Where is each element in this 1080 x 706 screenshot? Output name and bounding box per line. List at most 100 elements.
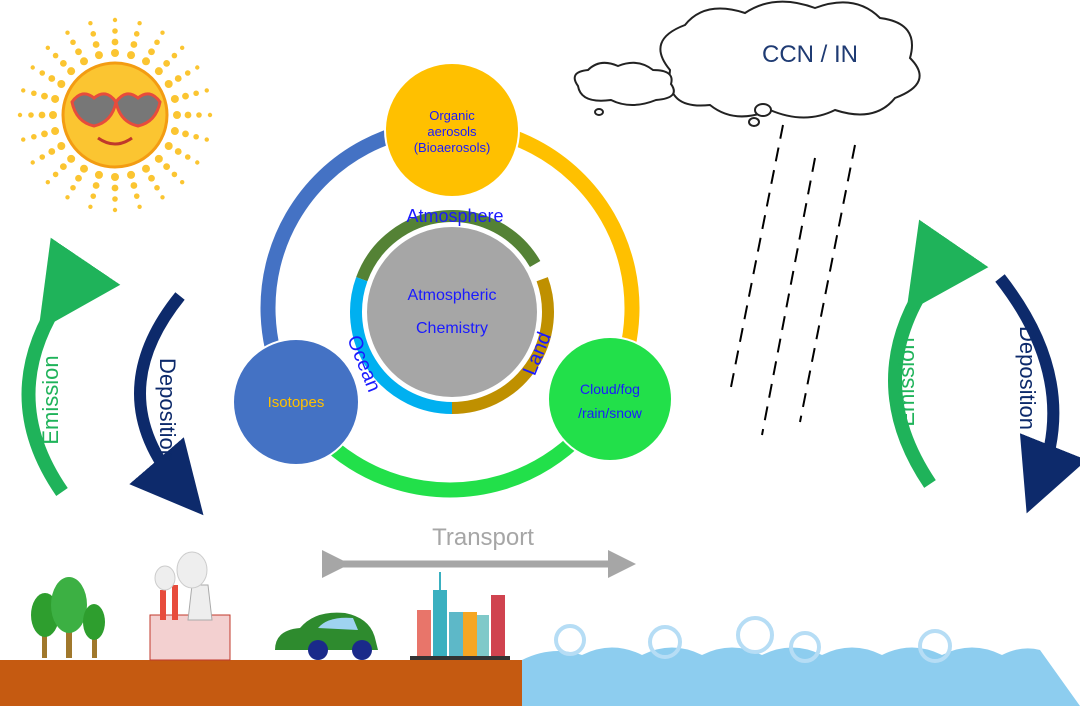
sun-ray-dot	[112, 196, 118, 202]
sun-ray-dot	[174, 75, 182, 82]
ocean-water	[522, 647, 1080, 706]
sun-ray-dot	[65, 195, 70, 200]
sun-ray-dot	[207, 112, 213, 118]
sun-ray-dot	[195, 65, 200, 70]
sun-ray-dot	[30, 65, 35, 70]
sun-ray-dot	[39, 70, 46, 76]
sun-ray-dot	[92, 41, 100, 48]
sun-ray-dot	[31, 90, 37, 97]
sun-ray-dot	[111, 184, 119, 192]
sun-ray-dot	[92, 182, 100, 189]
sun-ray-dot	[171, 171, 178, 178]
sun-ray-dot	[21, 137, 26, 142]
sun-ray-dot	[142, 57, 150, 66]
right-emission-label: Emission	[894, 337, 919, 426]
sun-ray-dot	[160, 195, 165, 200]
sun-ray-dot	[112, 17, 118, 23]
cloud-label-2: /rain/snow	[578, 405, 643, 421]
sun-ray-dot	[111, 49, 119, 57]
sun-ray-dot	[184, 111, 192, 119]
sun-ray-dot	[59, 59, 67, 67]
sun-ray-dot	[148, 174, 155, 182]
sun-ray-dot	[148, 48, 155, 56]
sun-ray-dot	[154, 154, 163, 163]
right-deposition-arrow	[995, 274, 1080, 514]
sun-ray-dot	[142, 164, 150, 173]
center-circle	[365, 225, 539, 399]
sun-ray-dot	[94, 170, 103, 179]
sun-ray-dot	[70, 39, 76, 46]
organic-label-3: (Bioaerosols)	[414, 140, 491, 155]
sun-ray-dot	[88, 204, 93, 209]
center-label-line1: Atmospheric	[408, 287, 497, 304]
sun-ray-dot	[154, 67, 163, 76]
sun-ray-dot	[184, 70, 191, 76]
sun-ray-dot	[52, 171, 59, 178]
sun-ray-dot	[179, 45, 185, 51]
sun-ray-dot	[182, 130, 189, 138]
wave-swirls	[554, 616, 952, 663]
sun-ray-dot	[111, 38, 119, 46]
sun-ray-dot	[67, 154, 76, 163]
left-emission-label: Emission	[38, 355, 63, 444]
ocean-arrow	[350, 277, 453, 414]
sun-ray-dot	[38, 111, 46, 119]
sun-ray-dot	[137, 204, 142, 209]
sun-ray-dot	[52, 52, 59, 59]
city-buildings-icon	[410, 572, 510, 660]
sun-ray-dot	[154, 39, 160, 46]
sun-ray-dot	[133, 31, 140, 37]
sun-icon	[17, 17, 213, 213]
cloud-fog-node	[547, 336, 673, 462]
sun-ray-dot	[51, 94, 60, 103]
sun-ray-dot	[51, 127, 60, 136]
sun-ray-dot	[75, 48, 82, 56]
sun-ray-dot	[112, 207, 118, 213]
sun-ray-dot	[204, 137, 209, 142]
cloud-icon	[573, 0, 921, 127]
sun-ray-dot	[94, 51, 103, 60]
sun-ray-dot	[31, 133, 37, 140]
sun-ray-dot	[170, 94, 179, 103]
sun-ray-dot	[164, 80, 173, 88]
sun-ray-dot	[163, 163, 171, 171]
sun-ray-dot	[204, 88, 209, 93]
sun-ray-dot	[48, 75, 56, 82]
sun-ray-dot	[163, 59, 171, 67]
sun-ray-dot	[75, 174, 82, 182]
sun-ray-dot	[49, 111, 57, 119]
sun-ray-dot	[127, 170, 136, 179]
left-deposition-label: Deposition	[155, 358, 180, 462]
sun-ray-dot	[171, 52, 178, 59]
sun-ray-dot	[130, 182, 138, 189]
atmosphere-arrow	[356, 210, 541, 282]
sun-ray-dot	[48, 148, 56, 155]
sun-ray-dot	[182, 92, 189, 100]
sun-ray-dot	[57, 142, 66, 150]
sun-ray-dot	[111, 173, 119, 181]
left-deposition-arrow	[129, 292, 204, 516]
cloud-label-1: Cloud/fog	[580, 381, 640, 397]
sun-ray-dot	[90, 193, 97, 199]
ccn-in-label: CCN / IN	[762, 41, 858, 68]
sun-ray-dot	[193, 90, 199, 97]
sun-ray-dot	[41, 130, 48, 138]
sun-ray-dot	[17, 112, 23, 118]
sun-ray-dot	[179, 179, 185, 185]
organic-label-2: aerosols	[427, 124, 477, 139]
organic-label-1: Organic	[429, 108, 475, 123]
sun-ray-dot	[90, 31, 97, 37]
sun-ray-dot	[195, 160, 200, 165]
rain-lines	[729, 124, 856, 436]
sun-ray-dot	[30, 160, 35, 165]
sun-ray-dot	[193, 133, 199, 140]
sun-ray-dot	[127, 51, 136, 60]
right-emission-arrow	[888, 219, 989, 488]
sun-ray-dot	[59, 163, 67, 171]
isotopes-node	[232, 338, 360, 466]
sun-ray-dot	[160, 30, 165, 35]
sun-ray-dot	[70, 184, 76, 191]
sun-ray-dot	[174, 148, 182, 155]
